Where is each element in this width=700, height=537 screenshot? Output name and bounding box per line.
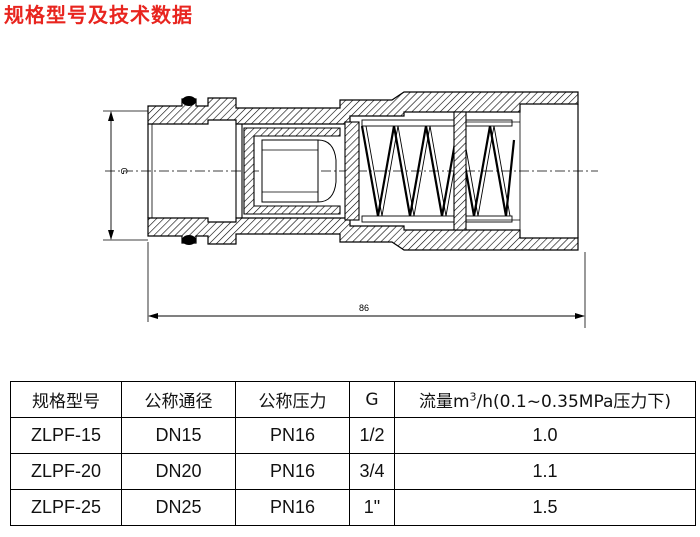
valve-piston xyxy=(235,121,360,221)
valve-section-drawing: G 86 xyxy=(103,91,598,328)
spec-table: 规格型号 公称通径 公称压力 G 流量m3/h(0.1~0.35MPa压力下) … xyxy=(10,381,696,526)
page-title: 规格型号及技术数据 xyxy=(4,3,193,27)
cell-g: 3/4 xyxy=(349,453,395,490)
cell-pn: PN16 xyxy=(235,489,350,526)
length-label: 86 xyxy=(359,303,369,313)
cell-flow: 1.0 xyxy=(394,417,696,454)
header-flow: 流量m3/h(0.1~0.35MPa压力下) xyxy=(394,381,696,418)
cell-flow: 1.5 xyxy=(394,489,696,526)
valve-body xyxy=(147,91,579,251)
header-flow-exponent: 3 xyxy=(469,390,477,404)
cell-model: ZLPF-20 xyxy=(10,453,122,490)
table-row: ZLPF-15 DN15 PN16 1/2 1.0 xyxy=(10,417,696,454)
header-nominal-pressure: 公称压力 xyxy=(235,381,350,418)
cell-model: ZLPF-25 xyxy=(10,489,122,526)
cell-dn: DN20 xyxy=(121,453,236,490)
cell-dn: DN15 xyxy=(121,417,236,454)
cell-pn: PN16 xyxy=(235,453,350,490)
cell-g: 1" xyxy=(349,489,395,526)
diameter-label: G xyxy=(119,167,129,174)
table-row: ZLPF-25 DN25 PN16 1" 1.5 xyxy=(10,489,696,526)
table-row: ZLPF-20 DN20 PN16 3/4 1.1 xyxy=(10,453,696,490)
header-thread: G xyxy=(349,381,395,418)
cell-pn: PN16 xyxy=(235,417,350,454)
cell-model: ZLPF-15 xyxy=(10,417,122,454)
cell-dn: DN25 xyxy=(121,489,236,526)
header-flow-prefix: 流量m xyxy=(418,392,470,412)
o-ring-top xyxy=(182,96,196,106)
o-ring-bottom xyxy=(182,235,196,245)
header-model: 规格型号 xyxy=(10,381,122,418)
table-header-row: 规格型号 公称通径 公称压力 G 流量m3/h(0.1~0.35MPa压力下) xyxy=(10,381,696,418)
cell-g: 1/2 xyxy=(349,417,395,454)
header-flow-suffix: /h(0.1~0.35MPa压力下) xyxy=(476,392,672,412)
cell-flow: 1.1 xyxy=(394,453,696,490)
header-nominal-diameter: 公称通径 xyxy=(121,381,236,418)
compression-spring xyxy=(360,111,520,231)
